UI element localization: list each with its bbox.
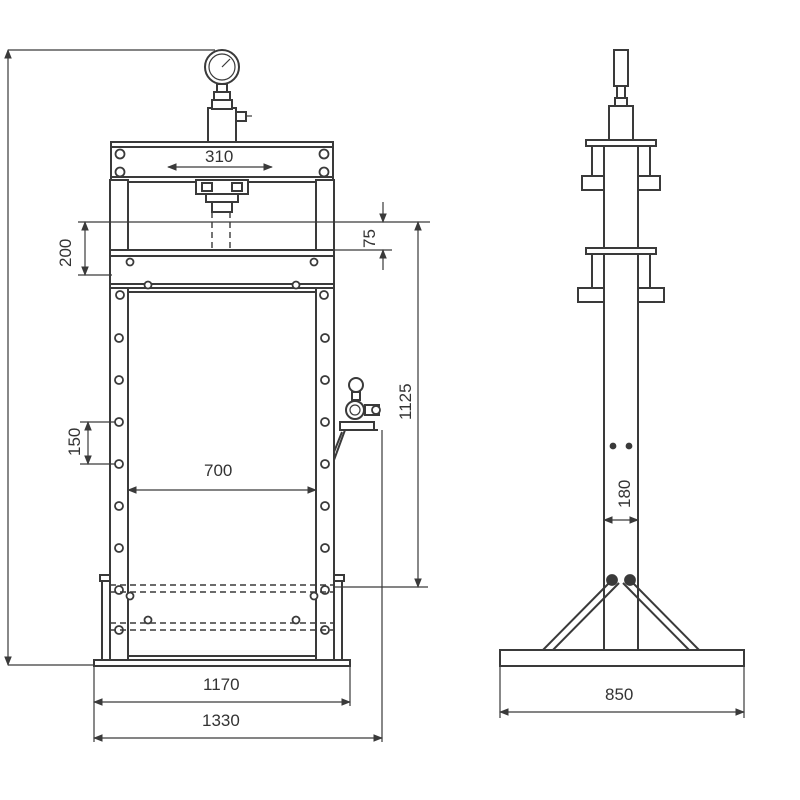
dim-700: 700 [127,461,317,494]
side-foot [499,649,745,667]
side-cylinder [608,105,634,143]
pressure-gauge-icon [204,49,240,101]
dim-total-height [4,49,215,666]
dim-180: 180 [603,480,639,524]
dim-310: 310 [167,147,273,171]
dim-1125-label: 1125 [396,383,415,420]
dim-1170: 1170 [93,666,351,742]
dim-150: 150 [65,421,115,465]
dim-75-label: 75 [360,229,379,248]
dim-1125: 1125 [334,221,428,588]
dim-850: 850 [499,666,745,718]
dim-150-label: 150 [65,428,84,456]
lower-bolster [110,584,334,631]
dim-700-label: 700 [204,461,232,480]
dim-75: 75 [334,202,392,270]
dim-1170-label: 1170 [203,675,240,694]
side-top-flange [581,139,661,191]
side-gauge-stem [613,49,629,107]
ram-head [195,179,249,276]
front-view: 310 200 75 1125 150 [4,49,430,742]
press-table [109,249,335,300]
side-view: 180 850 [499,49,745,718]
top-crossbeam [110,141,334,183]
dim-1330: 1330 [93,430,383,742]
hand-pump-icon [333,377,381,461]
hydraulic-cylinder [207,99,252,143]
column-holes [114,333,330,635]
dim-310-label: 310 [205,147,233,166]
dim-850-label: 850 [605,685,633,704]
dim-1330-label: 1330 [202,711,240,730]
side-table-flange [577,247,665,303]
dim-180-label: 180 [615,480,634,508]
dim-200: 200 [56,221,430,276]
frame-base [93,574,351,667]
dim-200-label: 200 [56,239,75,267]
side-post [603,141,639,653]
